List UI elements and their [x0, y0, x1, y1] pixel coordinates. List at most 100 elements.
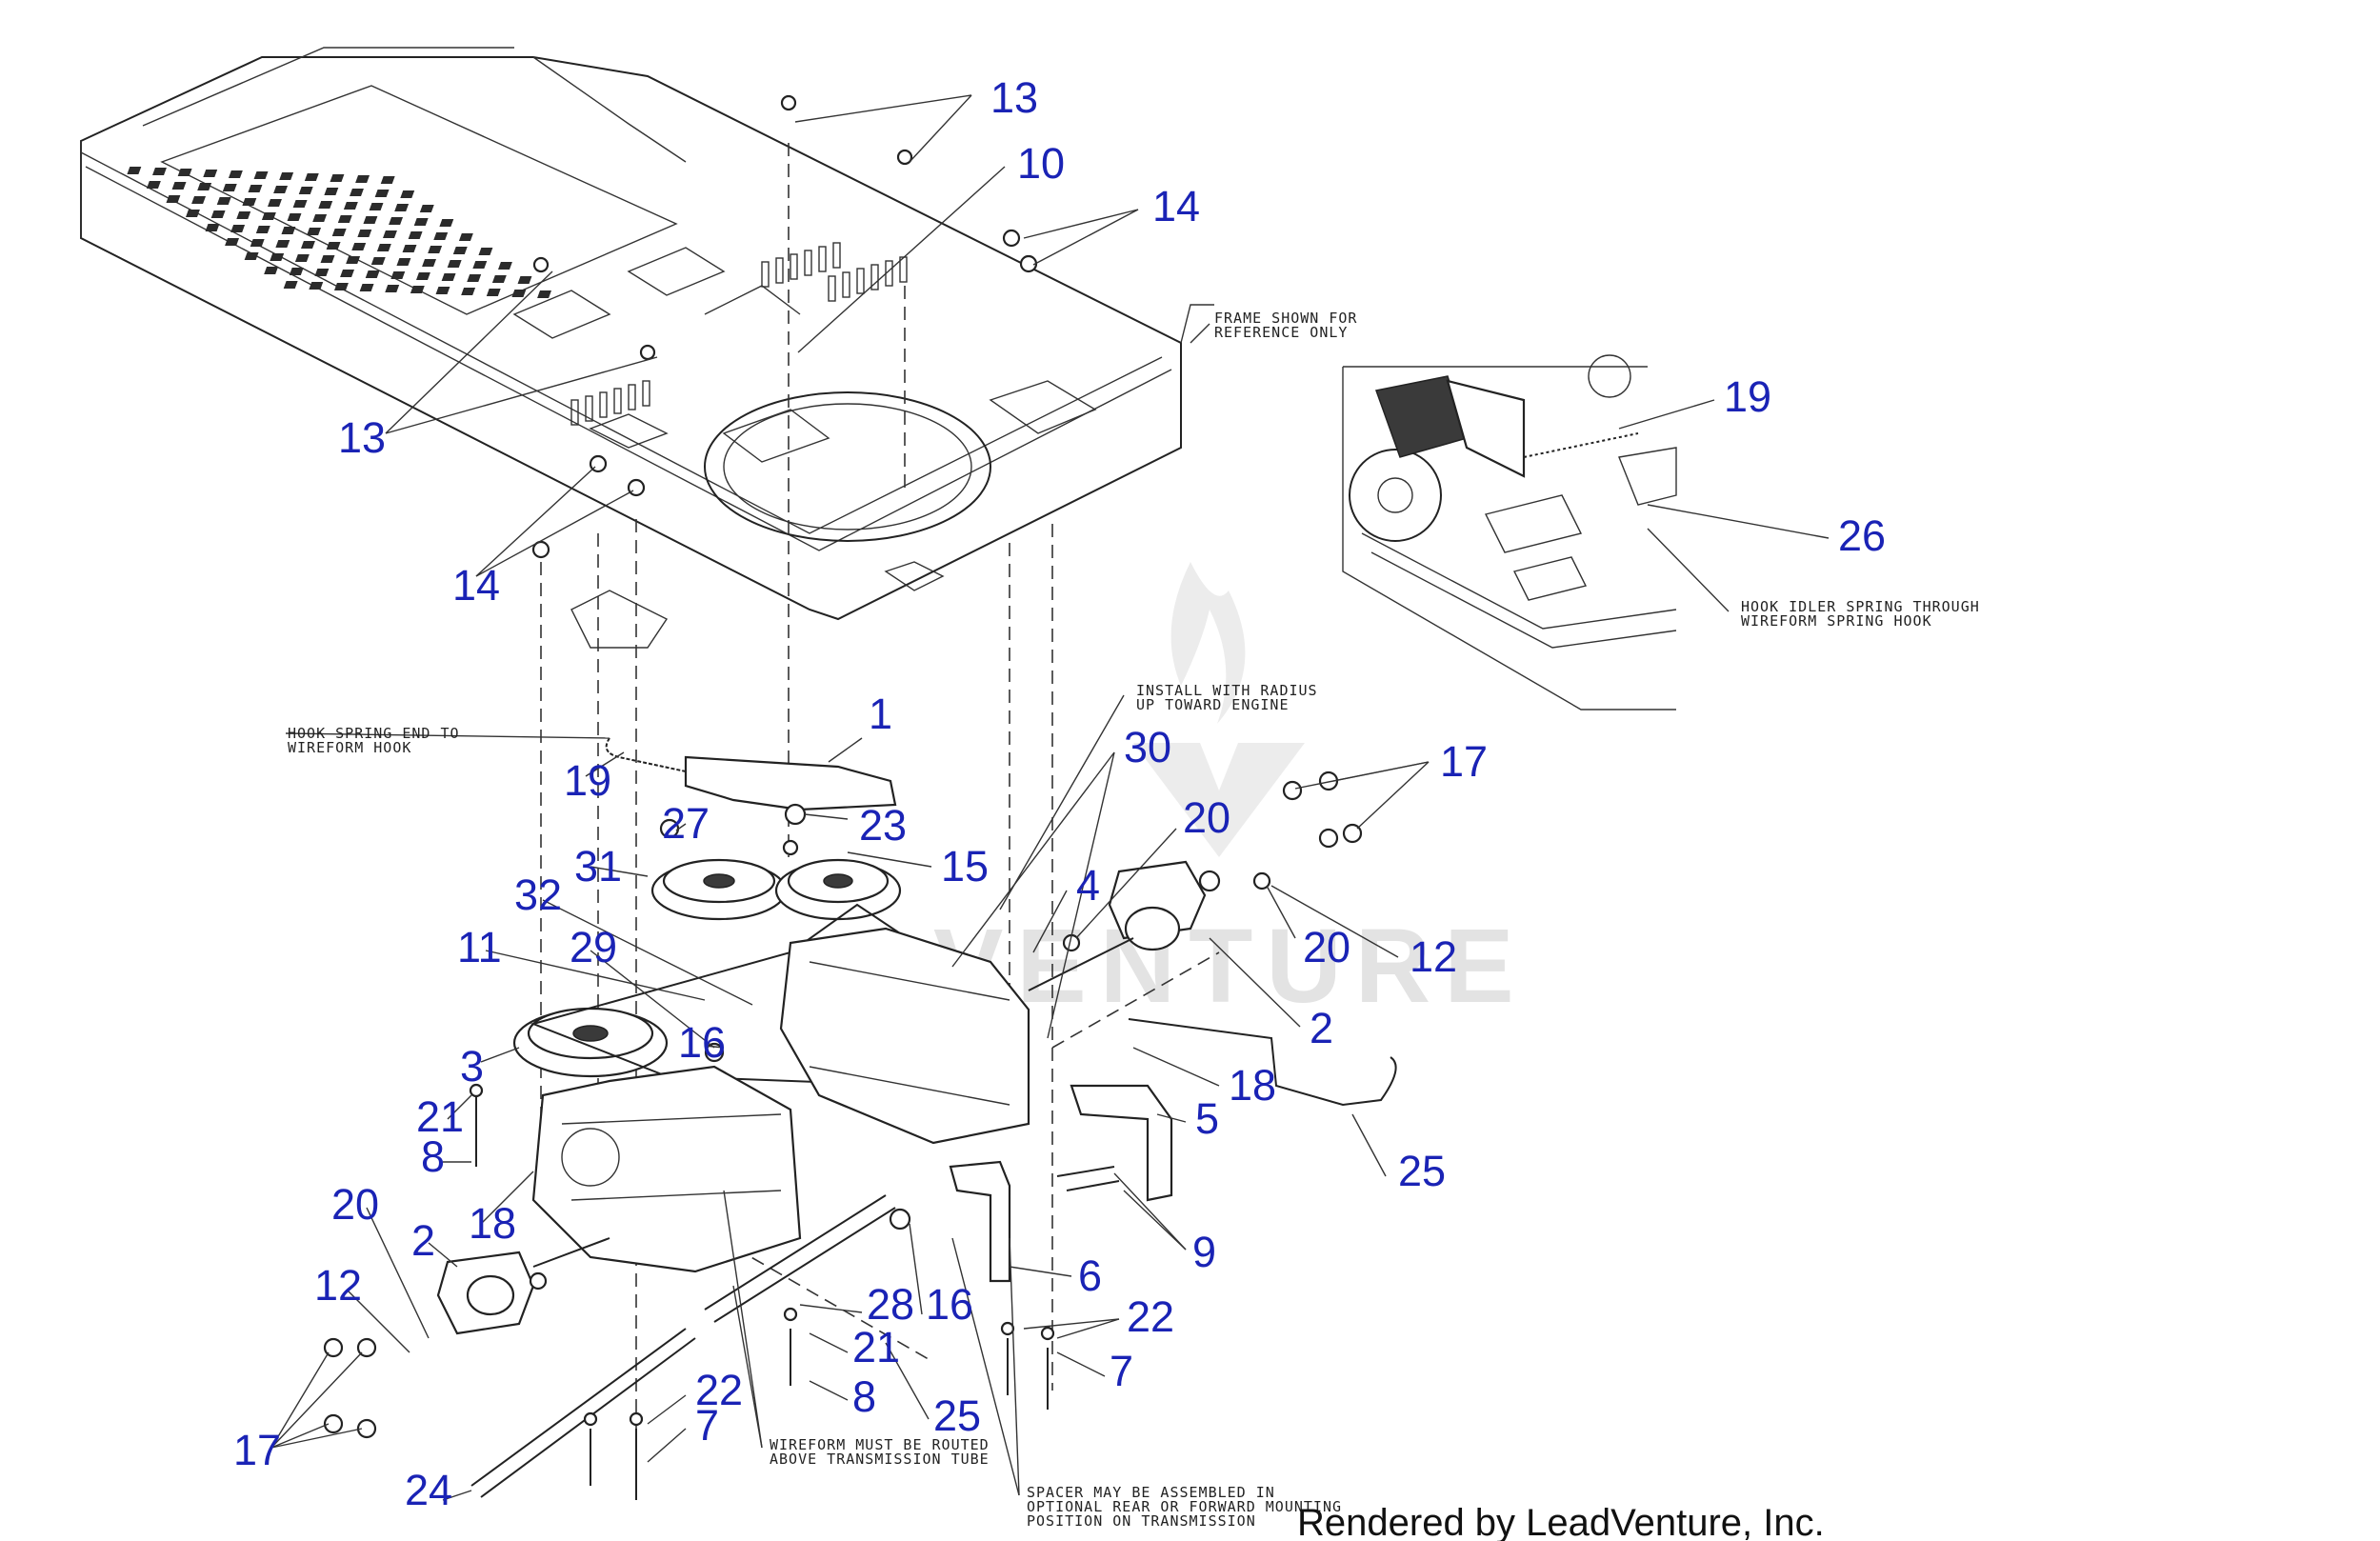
perforation [294, 254, 310, 262]
perforation [268, 199, 282, 207]
perforation [433, 232, 449, 240]
callout-15: 15 [941, 842, 989, 891]
slot [818, 246, 827, 272]
perforation [497, 262, 512, 270]
perforation [385, 285, 400, 292]
slot [613, 388, 622, 414]
perforation [177, 169, 192, 176]
perforation [324, 188, 339, 195]
callout-13: 13 [338, 413, 386, 462]
perforation [230, 225, 246, 232]
callout-21: 21 [416, 1092, 464, 1141]
perforation [491, 275, 507, 283]
callout-14: 14 [1152, 182, 1200, 230]
perforation [273, 186, 289, 193]
perforation [343, 202, 358, 210]
perforation [250, 239, 265, 247]
perforation [171, 182, 187, 190]
perforation [517, 276, 532, 284]
perforation [351, 243, 367, 250]
callout-16: 16 [678, 1018, 726, 1067]
perforation [365, 270, 380, 278]
perforation [340, 270, 354, 277]
perforation [312, 214, 328, 222]
slot [761, 261, 770, 288]
perforation [355, 175, 370, 183]
perforation [439, 219, 454, 227]
perforation [326, 242, 341, 250]
slot [870, 264, 879, 290]
perforation [363, 216, 378, 224]
callout-3: 3 [460, 1042, 484, 1091]
perforation [350, 189, 364, 196]
perforation [146, 181, 161, 189]
perforation [242, 198, 257, 206]
perforation [270, 253, 285, 261]
perforation [255, 226, 270, 233]
perforation [225, 238, 240, 246]
perforation [304, 173, 319, 181]
slot [599, 391, 608, 418]
perforation [166, 195, 181, 203]
perforation [283, 281, 298, 289]
callout-16: 16 [926, 1280, 973, 1329]
perforation [389, 217, 404, 225]
callout-6: 6 [1078, 1251, 1102, 1300]
perforation [264, 267, 279, 274]
callout-14: 14 [452, 561, 500, 610]
callout-10: 10 [1017, 139, 1065, 188]
callout-23: 23 [859, 801, 907, 850]
perforation [447, 260, 462, 268]
perforation [461, 288, 476, 295]
perforation [478, 248, 493, 255]
frame-perforations [127, 167, 551, 298]
perforation [369, 203, 384, 210]
transmission-assembly [323, 94, 1397, 1500]
perforation [346, 256, 361, 264]
perforation [511, 290, 527, 297]
perforation [333, 283, 349, 290]
perforation [408, 231, 423, 239]
perforation [402, 245, 417, 252]
perforation [486, 289, 501, 296]
callout-19: 19 [1724, 372, 1771, 421]
perforation [458, 233, 473, 241]
perforation [289, 268, 304, 275]
callout-19: 19 [564, 756, 611, 805]
perforation [261, 212, 276, 220]
perforation [467, 274, 482, 282]
perforation [410, 286, 425, 293]
frame-slots [570, 242, 908, 426]
callout-20: 20 [1183, 793, 1230, 842]
perforation [320, 255, 335, 263]
callout-25: 25 [933, 1391, 981, 1440]
perforation [314, 269, 330, 276]
callout-22: 22 [1127, 1292, 1174, 1341]
watermark-text: VENTURE [933, 908, 1528, 1025]
perforation [380, 176, 395, 184]
perforation [390, 271, 406, 279]
perforation [301, 241, 315, 249]
perforation [248, 185, 263, 192]
callout-12: 12 [1410, 932, 1457, 981]
callout-13: 13 [990, 73, 1038, 122]
perforation [422, 259, 437, 267]
slot [899, 256, 908, 283]
perforation [287, 213, 302, 221]
callout-32: 32 [514, 871, 562, 919]
perforation [127, 167, 142, 174]
perforation [253, 171, 269, 179]
alignment-lines [540, 143, 1220, 1486]
perforation [441, 273, 456, 281]
perforation [244, 252, 259, 260]
perforation [452, 247, 468, 254]
callout-2: 2 [1310, 1004, 1333, 1052]
perforation [419, 205, 434, 212]
